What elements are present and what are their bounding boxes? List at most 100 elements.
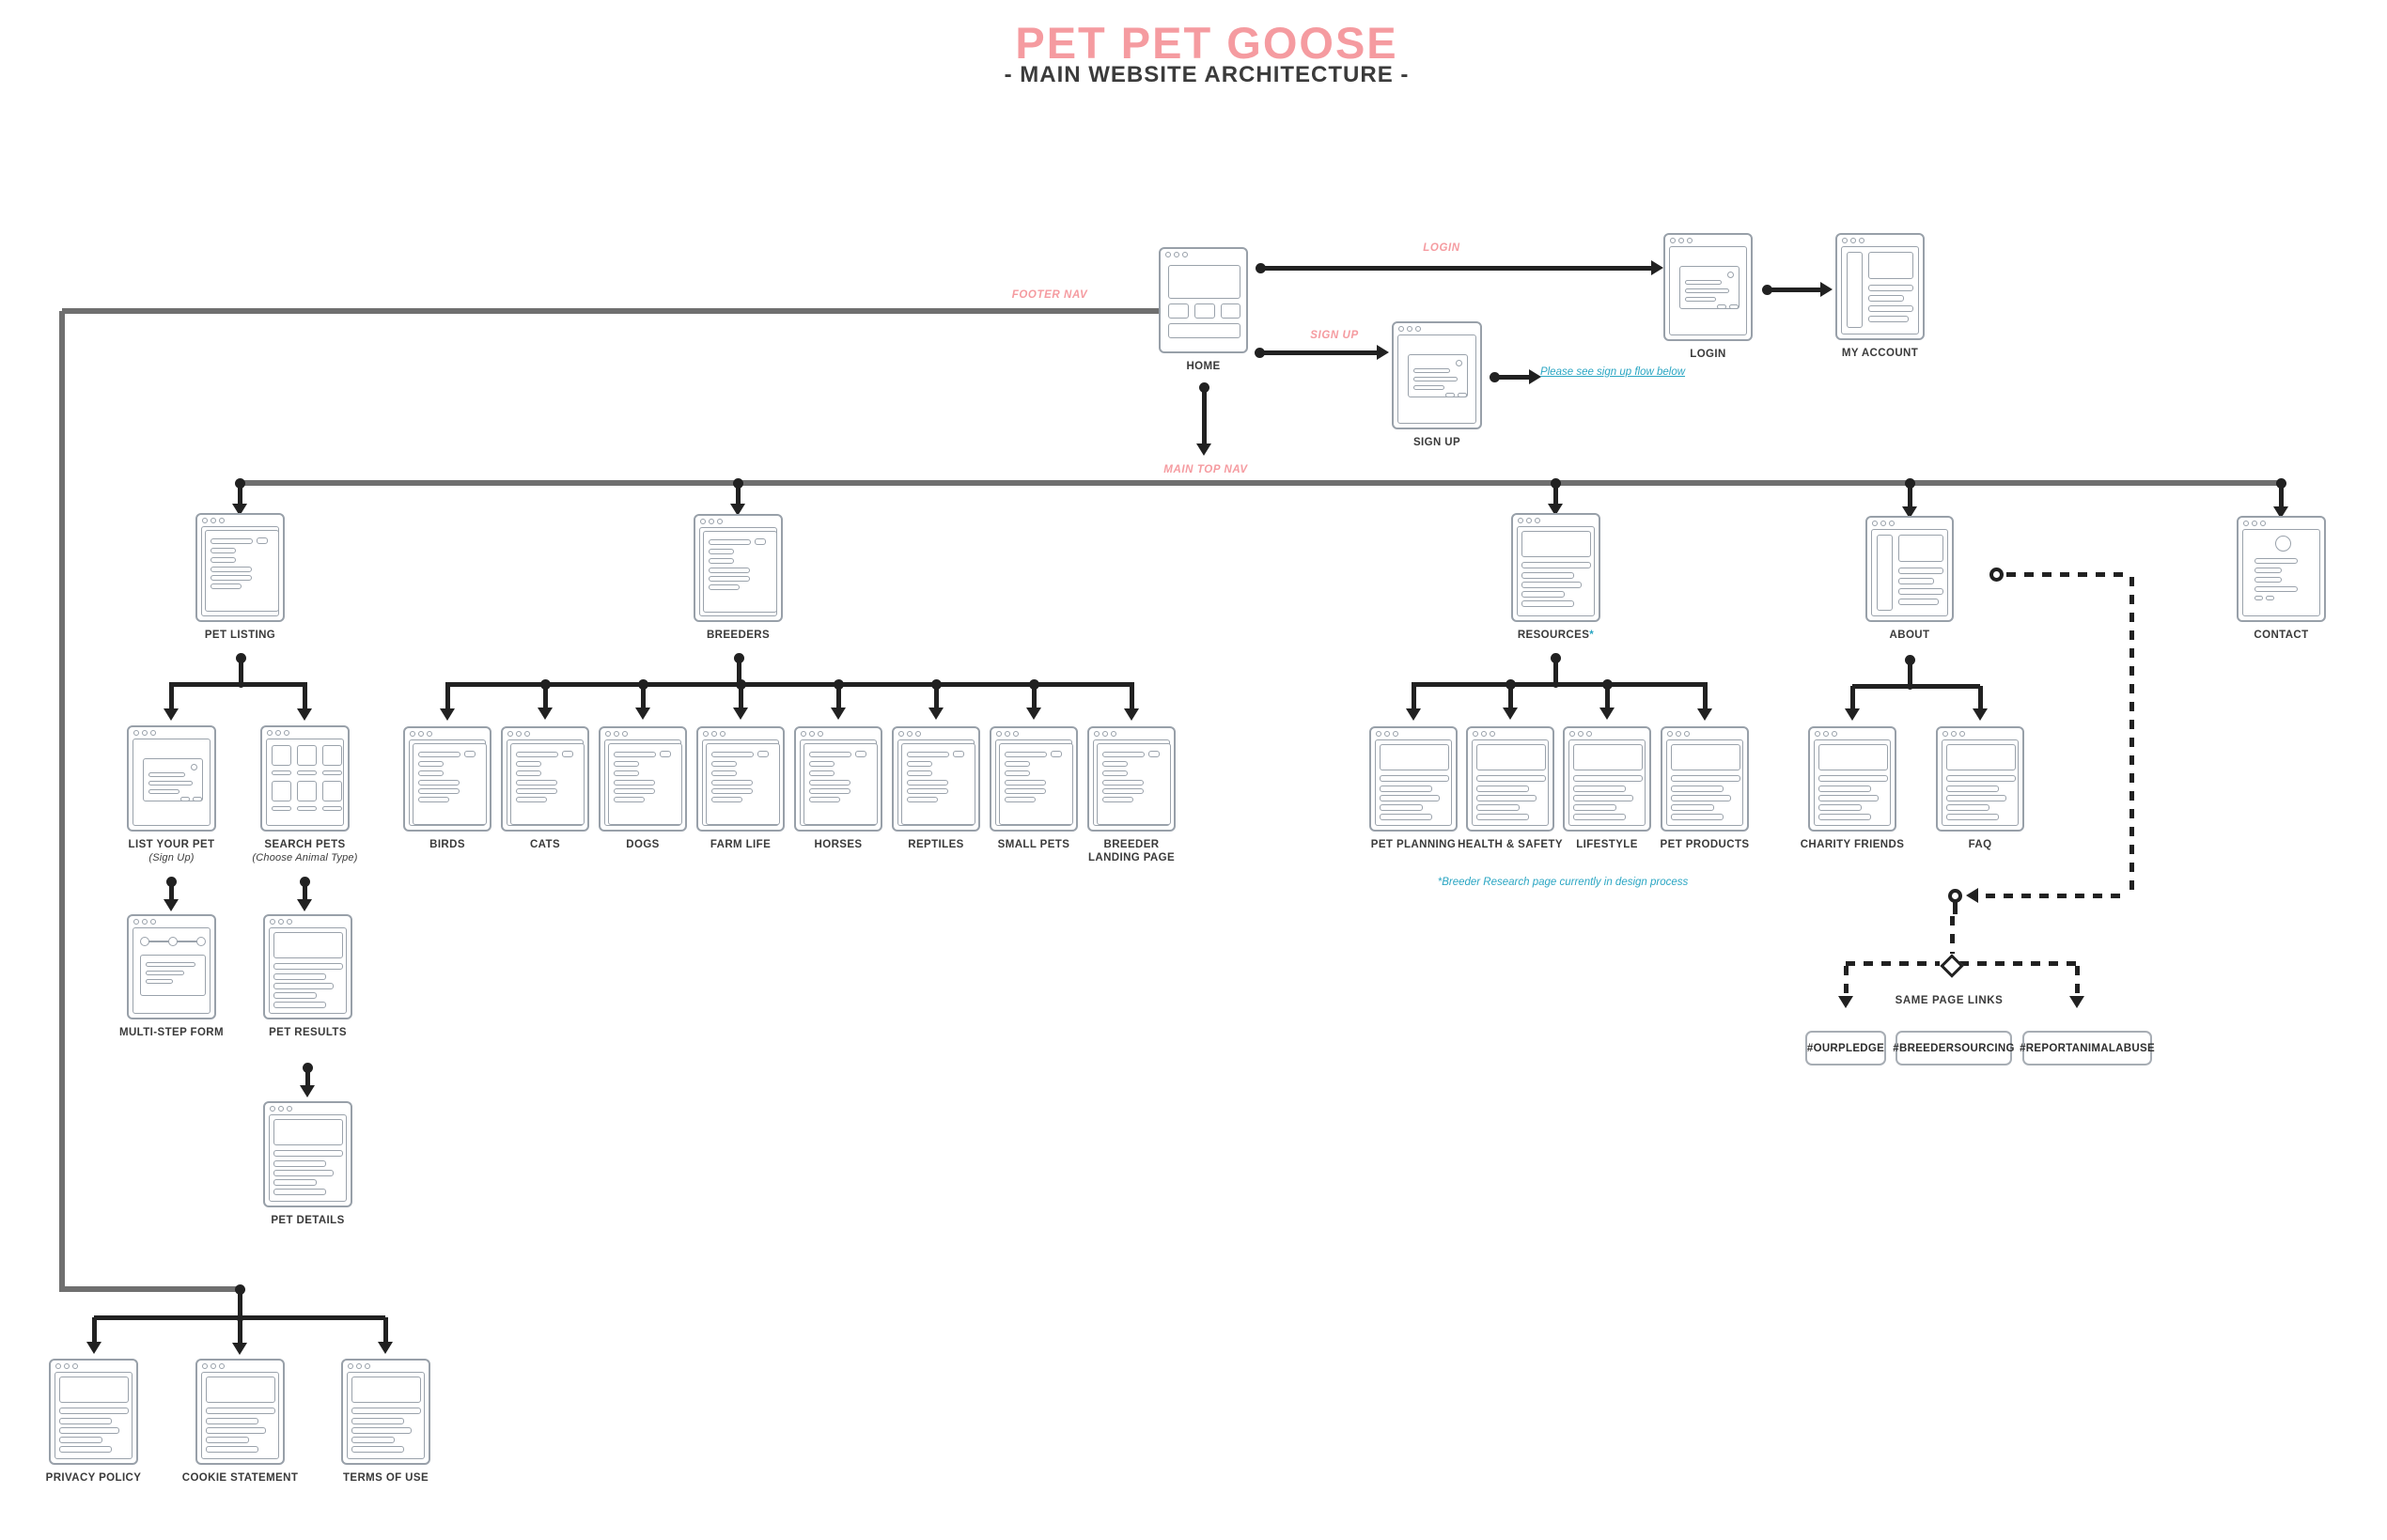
sketch-bar <box>211 567 252 572</box>
node-label-text: HORSES <box>814 839 863 850</box>
sketch-bar <box>1818 814 1871 820</box>
sketch-bar <box>146 979 173 984</box>
connector-dot <box>1550 652 1561 663</box>
sketch-bar <box>1868 316 1909 322</box>
node-label-text: FAQ <box>1968 839 1992 850</box>
connector-line <box>1552 483 1558 506</box>
sketch-bar <box>1521 591 1565 598</box>
node-label-birds: BIRDS <box>367 838 527 851</box>
connector-dot <box>2275 477 2286 489</box>
arrowhead-down-icon <box>378 1342 393 1354</box>
sketch-bar <box>2254 586 2298 592</box>
sketch-bar <box>211 557 236 563</box>
node-label-text: COOKIE STATEMENT <box>181 1472 299 1484</box>
sketch-bar <box>907 752 949 757</box>
node-label-about: ABOUT <box>1830 629 1989 642</box>
sketch-hero <box>59 1377 129 1403</box>
dashed-connector <box>1843 966 1849 997</box>
connector-line <box>1552 658 1558 684</box>
arrowhead-right-icon <box>1529 369 1541 384</box>
flow-label-same-page-links: SAME PAGE LINKS <box>1895 995 2004 1006</box>
sketch-bar <box>206 1408 275 1414</box>
connector-line <box>1259 350 1378 355</box>
sketch-bar <box>709 576 750 582</box>
connector-line <box>2278 483 2284 508</box>
node-label-text: PET PLANNING <box>1370 839 1457 850</box>
node-label-text: ABOUT <box>1889 630 1930 641</box>
connector-line <box>1907 483 1912 508</box>
sketch-bar <box>418 770 444 776</box>
connector-line <box>1411 682 1416 710</box>
sketch-bar <box>1671 795 1731 801</box>
sketch-bar <box>1898 599 1939 605</box>
sketch-button <box>464 751 476 757</box>
connector-line <box>91 1317 97 1344</box>
connector-junction-dot <box>1552 680 1559 688</box>
page-card-list-your-pet <box>127 725 216 832</box>
arrowhead-down-icon <box>2273 506 2288 519</box>
arrowhead-down-icon <box>297 899 312 911</box>
sketch-tile <box>272 781 291 801</box>
node-label-breeders: BREEDERS <box>659 629 819 642</box>
sketch-bar <box>1573 775 1643 782</box>
connector-dot <box>302 1062 313 1073</box>
sketch-hero <box>1521 531 1591 557</box>
wireframe-frame <box>1669 246 1747 335</box>
browser-dots-icon <box>348 1363 370 1369</box>
sketch-bar <box>1573 804 1616 811</box>
connector-dot <box>539 678 551 690</box>
page-card-breeders <box>694 514 783 622</box>
sketch-bar <box>273 973 326 980</box>
sketch-button <box>1148 751 1160 757</box>
page-card-health-safety <box>1466 726 1554 832</box>
connector-dot <box>1904 477 1915 489</box>
page-card-about <box>1865 516 1954 622</box>
arrowhead-right-icon <box>1651 260 1663 275</box>
sketch-bar <box>1521 600 1574 607</box>
sketch-tile <box>297 745 317 766</box>
sketch-bar <box>1868 295 1904 302</box>
sketch-bar <box>1102 780 1144 786</box>
connector-line <box>445 682 450 710</box>
sketch-bar <box>1476 804 1520 811</box>
sketch-bar <box>1868 305 1913 312</box>
flow-label-login-flow: LOGIN <box>1423 242 1460 254</box>
sketch-bar <box>59 1437 102 1443</box>
sketch-bar <box>1898 588 1943 595</box>
node-label-text: MULTI-STEP FORM <box>119 1027 224 1038</box>
sketch-bar <box>711 770 737 776</box>
sketch-bar <box>709 549 734 554</box>
page-card-horses <box>794 726 882 832</box>
connector-line <box>1031 684 1037 709</box>
sketch-bar <box>211 538 253 544</box>
sketch-bar <box>59 1446 112 1453</box>
node-label-health-safety: HEALTH & SAFETY <box>1430 838 1590 851</box>
sketch-button <box>757 751 769 757</box>
sketch-bar <box>1898 568 1943 574</box>
arrowhead-down-icon <box>232 504 247 516</box>
arrowhead-down-icon <box>635 708 650 720</box>
connector-dot <box>234 477 245 489</box>
page-card-sign-up <box>1392 321 1482 429</box>
flow-label-signup-note-link[interactable]: Please see sign up flow below <box>1539 366 1686 378</box>
sketch-bar <box>1102 788 1144 794</box>
flow-label-signup-flow: SIGN UP <box>1310 330 1359 341</box>
arrowhead-down-icon <box>733 708 748 720</box>
sketch-bar <box>206 1437 249 1443</box>
sketch-bar <box>907 770 932 776</box>
sketch-bar <box>711 788 753 794</box>
wireframe-frame <box>133 927 211 1014</box>
sketch-button <box>1051 751 1062 757</box>
node-label-resources: RESOURCES* <box>1476 629 1636 642</box>
connector-dot <box>1028 678 1039 690</box>
node-label-text: HEALTH & SAFETY <box>1458 839 1563 850</box>
browser-dots-icon <box>605 731 628 737</box>
connector-line <box>302 682 307 710</box>
connector-line <box>1977 686 1983 710</box>
sketch-hero <box>273 932 343 958</box>
sketch-circle <box>191 764 197 770</box>
sketch-hero <box>1671 744 1740 770</box>
browser-dots-icon <box>270 1106 292 1112</box>
arrowhead-down-icon <box>730 504 745 516</box>
sketch-step-circle <box>196 937 206 946</box>
